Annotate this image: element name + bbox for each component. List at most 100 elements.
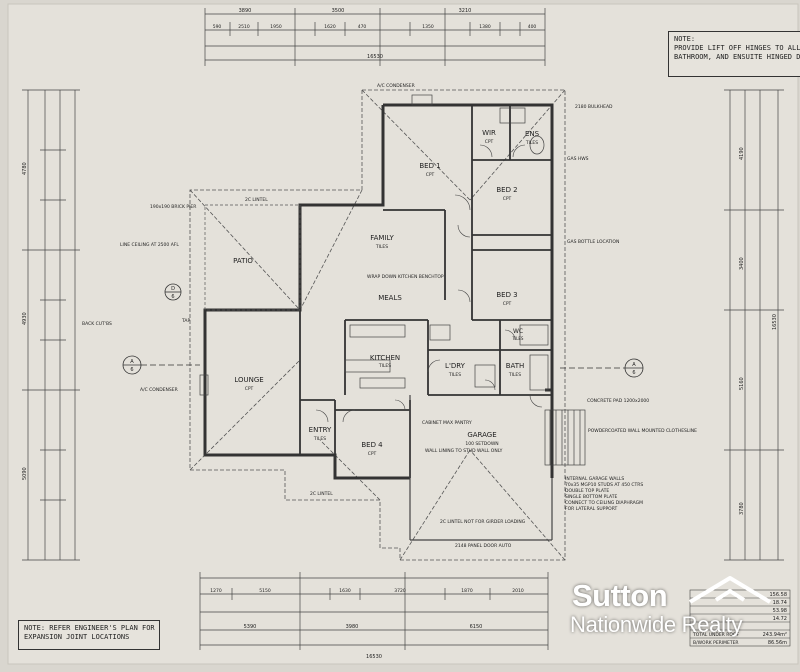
bottom-dim-a: 1270 — [210, 588, 222, 594]
lintel-top-label: 2C LINTEL — [245, 197, 268, 203]
garage-walls-line6: FOR LATERAL SUPPORT — [565, 506, 617, 512]
room-ldry-finish: TILES — [448, 372, 461, 378]
bottom-dim-d: 3720 — [394, 588, 406, 594]
bottom-dimension-lines — [199, 572, 549, 650]
left-dim-1: 4780 — [22, 162, 28, 175]
brand-subtitle: Nationwide Realty — [570, 612, 743, 637]
garage-walls-line4: SINGLE BOTTOM PLATE — [565, 494, 617, 500]
tap-label: TAP — [181, 318, 190, 324]
room-garage: GARAGE — [467, 431, 496, 439]
section-markers — [122, 283, 644, 378]
room-patio: PATIO — [233, 257, 253, 265]
cabinet-pantry-label: CABINET MAX PANTRY — [422, 420, 472, 426]
concrete-pad-label: CONCRETE PAD 1200x2000 — [587, 398, 649, 404]
room-entry-finish: TILES — [313, 436, 326, 442]
top-dim-d: 1620 — [324, 24, 336, 30]
room-wir-finish: CPT — [485, 139, 494, 145]
room-wc: WC — [513, 328, 523, 335]
note-bottom-line-1: NOTE: REFER ENGINEER'S PLAN FOR — [24, 624, 155, 632]
clothesline-label: POWDERCOATED WALL MOUNTED CLOTHESLINE — [588, 428, 697, 434]
note-expansion-joints: NOTE: REFER ENGINEER'S PLAN FOR EXPANSIO… — [18, 620, 160, 650]
section-a-left-label: A — [130, 359, 134, 365]
top-dimension-lines — [204, 8, 546, 66]
room-ldry: L'DRY — [445, 362, 466, 370]
right-dim-4: 3780 — [739, 502, 745, 515]
area-table-values: 156.58 18.74 53.98 14.72 243.94m² 86.56m — [763, 592, 788, 646]
area-row-1: 156.58 — [770, 592, 788, 598]
bottom-dim-b: 5150 — [259, 588, 271, 594]
room-bed1-finish: CPT — [426, 172, 435, 178]
room-bath: BATH — [506, 362, 525, 370]
room-bed3-finish: CPT — [503, 301, 512, 307]
section-a-right-label: A — [632, 362, 636, 368]
ac-condenser-left-label: A/C CONDENSER — [140, 387, 178, 393]
top-dim-2: 3500 — [332, 8, 345, 14]
left-dimension-lines — [22, 89, 80, 561]
note-lift-off-hinges: NOTE: PROVIDE LIFT OFF HINGES TO ALL WC,… — [668, 31, 800, 77]
area-row-3: 53.98 — [773, 608, 787, 614]
bottom-dim-1: 5390 — [244, 624, 257, 630]
top-dim-f: 1350 — [422, 24, 434, 30]
top-dim-1: 3890 — [239, 8, 252, 14]
area-row-2: 18.74 — [773, 600, 787, 606]
room-bed3: BED 3 — [496, 291, 517, 299]
garage-walls-line3: DOUBLE TOP PLATE — [565, 488, 609, 494]
area-total-value: 243.94m² — [763, 632, 787, 638]
detail-d-num: 6 — [171, 294, 174, 300]
room-labels: BED 1 CPT WIR CPT ENS TILES BED 2 CPT BE… — [233, 129, 540, 457]
left-dim-3: 5090 — [22, 467, 28, 480]
room-ens-finish: TILES — [525, 140, 538, 146]
detail-d-label: D — [171, 286, 175, 292]
right-dim-2: 3400 — [739, 257, 745, 270]
room-kitchen-finish: TILES — [378, 363, 391, 369]
top-dim-c: 1950 — [270, 24, 282, 30]
garage-walls-line1: INTERNAL GARAGE WALLS — [565, 476, 624, 482]
room-ens: ENS — [525, 130, 540, 138]
garage-walls — [409, 395, 553, 541]
right-dim-1: 4190 — [739, 147, 745, 160]
bulkhead-label: 2180 BULKHEAD — [575, 104, 613, 110]
area-table — [689, 589, 791, 647]
brand-watermark: Sutton Nationwide Realty — [566, 572, 786, 638]
lintel-girder-label: 2C LINTEL NOT FOR GIRDER LOADING — [440, 519, 526, 525]
back-cutbs-label: BACK CUT'BS — [82, 321, 112, 327]
note-bottom-line-2: EXPANSION JOINT LOCATIONS — [24, 633, 130, 641]
brand-roof-logo — [688, 576, 772, 604]
right-dim-total: 16530 — [772, 314, 778, 330]
bottom-dim-total: 16530 — [366, 654, 382, 660]
note-top-line-2: PROVIDE LIFT OFF HINGES TO ALL WC, — [674, 44, 800, 52]
room-wir: WIR — [482, 129, 496, 137]
room-bath-finish: TILES — [508, 372, 521, 378]
left-dim-2: 4930 — [22, 312, 28, 325]
room-entry: ENTRY — [309, 426, 332, 434]
note-top-line-3: BATHROOM, AND ENSUITE HINGED DOORS — [674, 53, 800, 61]
room-bed2-finish: CPT — [503, 196, 512, 202]
top-dim-h: 400 — [528, 24, 537, 30]
wall-lining-label: WALL LINING TO STUD WALL ONLY — [425, 448, 503, 454]
room-bed4: BED 4 — [361, 441, 383, 449]
section-a-right-num: 6 — [632, 370, 635, 376]
room-bed1: BED 1 — [419, 162, 440, 170]
line-ceiling-label: LINE CEILING AT 2500 AFL — [120, 242, 179, 248]
area-total-label: TOTAL UNDER ROOF — [692, 632, 739, 638]
area-row-4: 14.72 — [773, 616, 787, 622]
garage-walls-line2: 70x35 MGP10 STUDS AT 450 CTRS — [565, 482, 643, 488]
room-garage-finish: 100 SETDOWN — [465, 441, 498, 447]
bottom-dim-2: 3980 — [346, 624, 359, 630]
bottom-dim-c: 1630 — [339, 588, 351, 594]
room-meals: MEALS — [378, 294, 402, 302]
panel-door-label: 2148 PANEL DOOR AUTO — [455, 543, 512, 549]
annotation-labels: A/C CONDENSER 2180 BULKHEAD GAS HWS GAS … — [82, 83, 697, 549]
top-dim-a: 590 — [213, 24, 222, 30]
fixtures — [199, 94, 586, 466]
top-dim-3: 3210 — [459, 8, 472, 14]
area-perimeter-value: 86.56m — [768, 640, 787, 646]
room-lounge: LOUNGE — [234, 376, 263, 384]
right-dim-3: 5160 — [739, 377, 745, 390]
roof-outline — [189, 89, 566, 561]
section-a-left-num: 6 — [130, 367, 133, 373]
note-top-line-1: NOTE: — [674, 35, 696, 43]
top-dim-b: 2510 — [238, 24, 250, 30]
garage-walls-line5: CONNECT TO CEILING DIAPHRAGM — [565, 500, 643, 506]
